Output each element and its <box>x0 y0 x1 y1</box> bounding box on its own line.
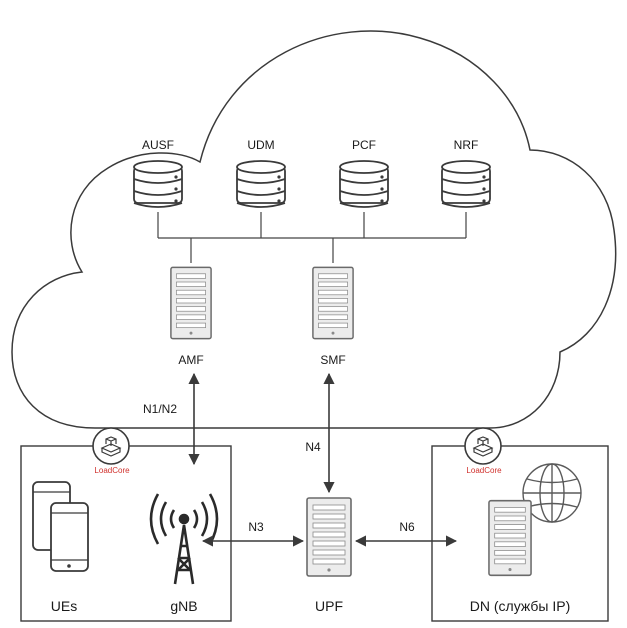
loadcore-brand-right: LoadCore <box>466 466 502 475</box>
n4-label: N4 <box>305 440 321 454</box>
loadcore-brand-left: LoadCore <box>94 466 130 475</box>
ue-phones-icon[interactable] <box>32 481 89 572</box>
smf-label: SMF <box>320 353 345 367</box>
n1n2-label: N1/N2 <box>143 402 177 416</box>
gnb-label: gNB <box>170 598 197 614</box>
gnb-antenna-icon[interactable] <box>149 493 219 585</box>
upf-label: UPF <box>315 598 343 614</box>
ausf-database-icon[interactable] <box>133 160 183 208</box>
ues-label: UEs <box>51 598 77 614</box>
n3-label: N3 <box>248 520 264 534</box>
upf-server-icon[interactable] <box>306 497 352 577</box>
core-databases: AUSF UDM PCF NRF <box>133 138 491 208</box>
amf-label: AMF <box>178 353 203 367</box>
pcf-database-icon[interactable] <box>339 160 389 208</box>
pcf-label: PCF <box>352 138 376 152</box>
amf-server-icon[interactable] <box>170 266 212 340</box>
dn-server-icon[interactable] <box>488 499 532 577</box>
globe-icon <box>522 463 582 523</box>
udm-label: UDM <box>247 138 274 152</box>
loadcore-badge-icon <box>92 427 130 465</box>
smf-server-icon[interactable] <box>312 266 354 340</box>
loadcore-badge-icon <box>464 427 502 465</box>
nrf-database-icon[interactable] <box>441 160 491 208</box>
ausf-label: AUSF <box>142 138 174 152</box>
core-bus <box>157 212 467 263</box>
dn-box <box>431 445 609 622</box>
dn-label: DN (службы IP) <box>470 598 570 614</box>
core-cloud <box>11 30 617 429</box>
nrf-label: NRF <box>454 138 479 152</box>
udm-database-icon[interactable] <box>236 160 286 208</box>
n6-label: N6 <box>399 520 415 534</box>
